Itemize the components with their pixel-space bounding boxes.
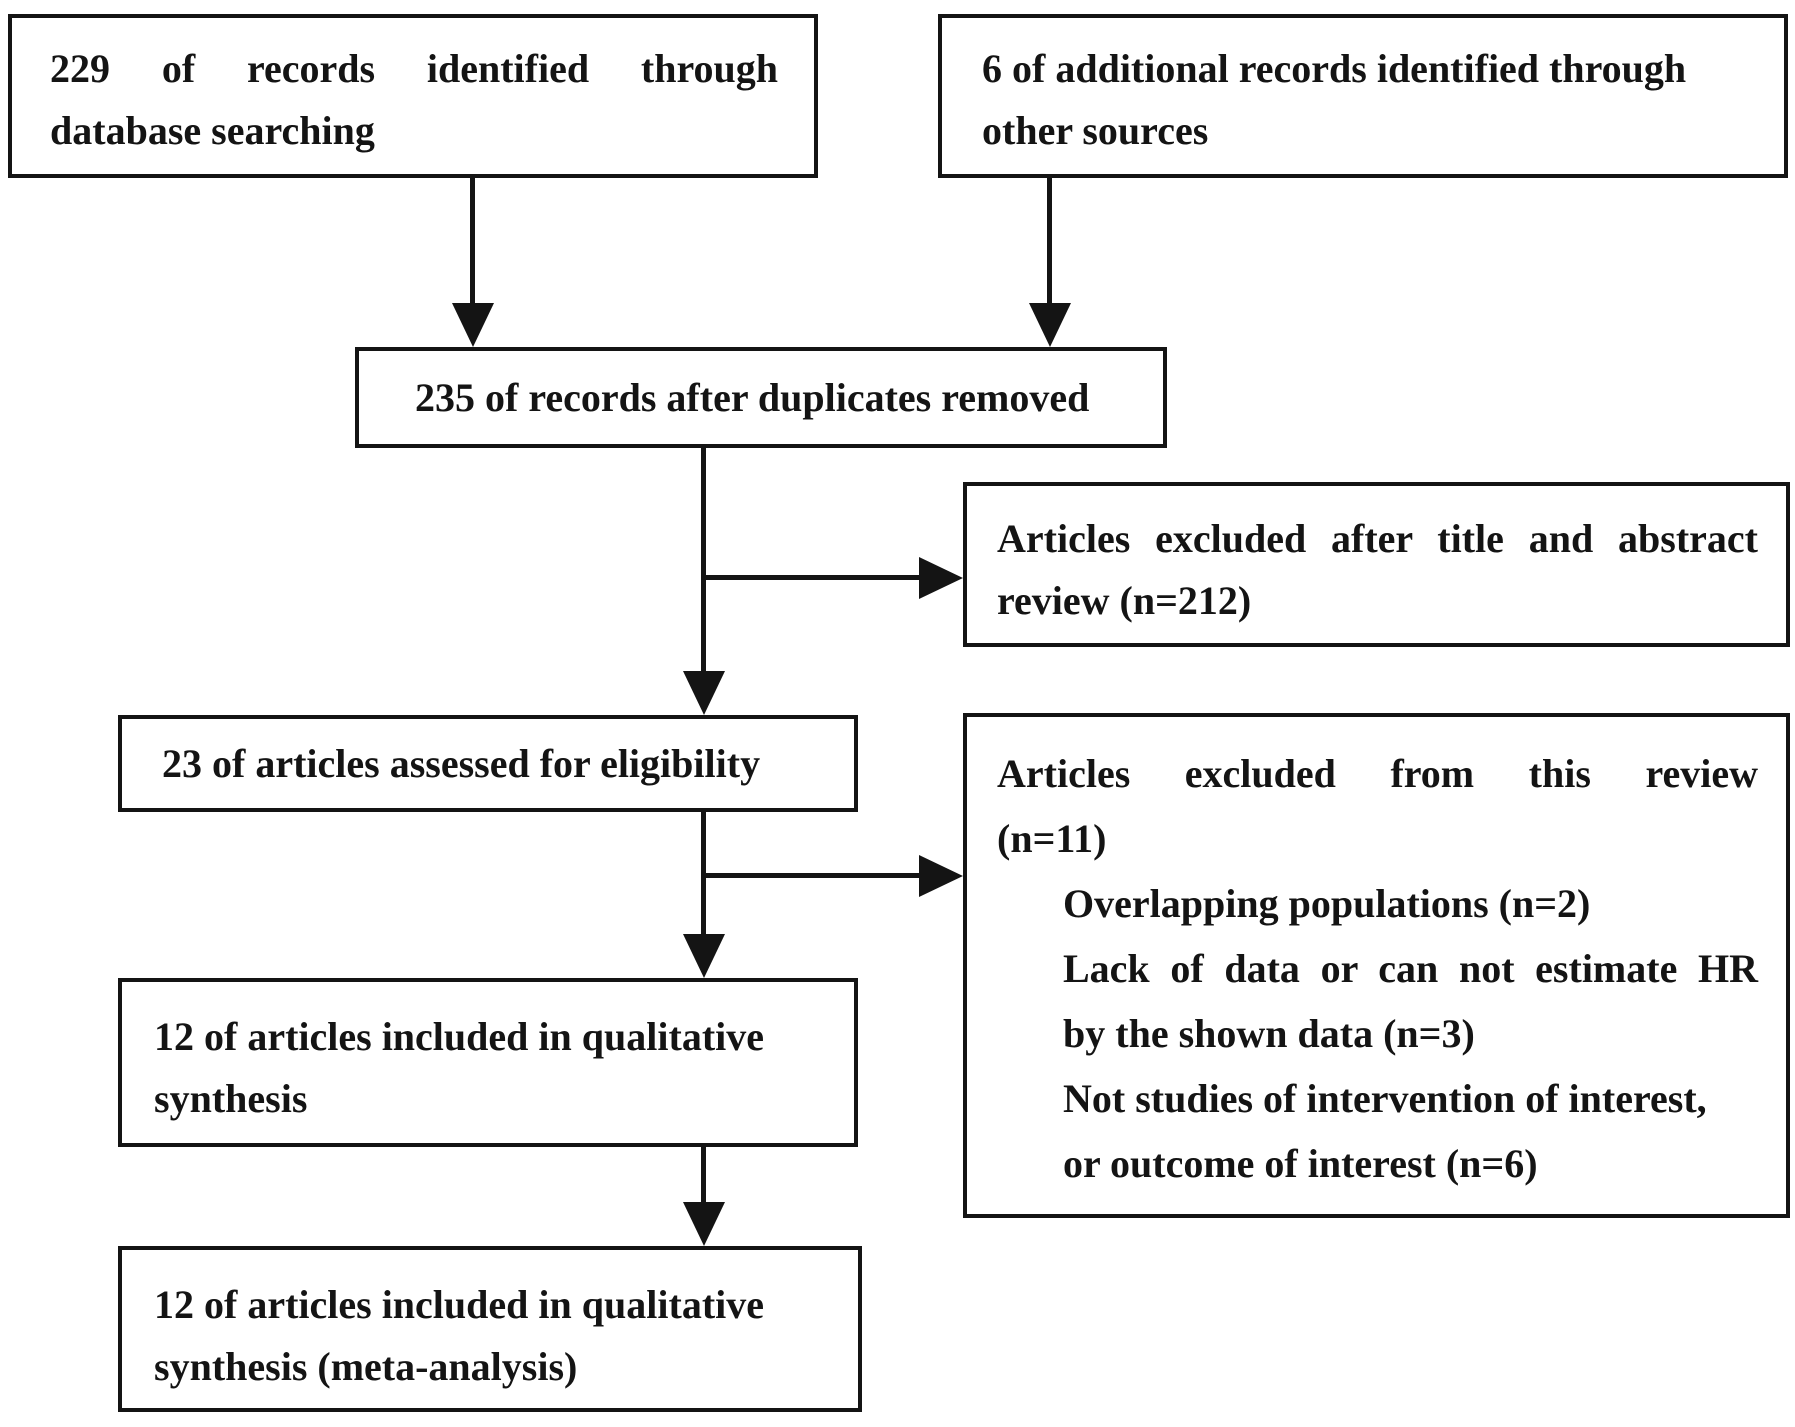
box-meta-analysis: 12 of articles included in qualitative s… [118,1246,862,1412]
down-arrowhead-icon [683,1202,725,1246]
box-text-line: Articles excluded after title and abstra… [997,516,1758,561]
box-text-line: 12 of articles included in qualitative [154,1282,764,1327]
flow-line-qualitative-to-meta [701,1147,706,1205]
box-text-line: synthesis (meta-analysis) [154,1344,578,1389]
box-text-line: 23 of articles assessed for eligibility [162,740,761,786]
box-additional-records-other-sources: 6 of additional records identified throu… [938,14,1788,178]
exclusion-reason: Not studies of intervention of interest, [1063,1076,1707,1121]
box-text-line: Articles excluded from this review [997,751,1758,796]
flow-line-branch-excluded-review [704,873,924,878]
right-arrowhead-icon [919,557,963,599]
box-assessed-eligibility: 23 of articles assessed for eligibility [118,715,858,812]
box-text-line: (n=11) [997,816,1107,861]
flow-line-branch-excluded-title-abstract [704,575,924,580]
exclusion-reason: or outcome of interest (n=6) [1063,1141,1538,1186]
down-arrowhead-icon [1029,303,1071,347]
exclusion-reason: Lack of data or can not estimate HR [1063,946,1758,991]
down-arrowhead-icon [683,934,725,978]
flow-line-duplicates-to-eligibility [701,448,706,674]
flow-line-other-to-duplicates [1047,178,1052,306]
box-text-line: 6 of additional records identified throu… [982,46,1687,91]
right-arrowhead-icon [919,855,963,897]
box-qualitative-synthesis: 12 of articles included in qualitative s… [118,978,858,1147]
exclusion-reason: by the shown data (n=3) [1063,1011,1475,1056]
box-text-line: synthesis [154,1076,308,1121]
box-records-after-duplicates: 235 of records after duplicates removed [355,347,1167,448]
box-text-line: other sources [982,108,1209,153]
box-text-line: 12 of articles included in qualitative [154,1014,764,1059]
box-excluded-title-abstract: Articles excluded after title and abstra… [963,482,1790,647]
box-text-line: 235 of records after duplicates removed [415,374,1090,420]
exclusion-reason: Overlapping populations (n=2) [1063,881,1591,926]
flow-line-database-to-duplicates [470,178,475,306]
down-arrowhead-icon [683,671,725,715]
box-text-line: database searching [50,108,375,153]
box-records-identified-database: 229 of records identified through databa… [8,14,818,178]
down-arrowhead-icon [452,303,494,347]
box-text-line: 229 of records identified through [50,46,778,91]
flow-line-eligibility-to-qualitative [701,812,706,937]
box-excluded-from-review: Articles excluded from this review (n=11… [963,713,1790,1218]
box-text-line: review (n=212) [997,578,1252,623]
